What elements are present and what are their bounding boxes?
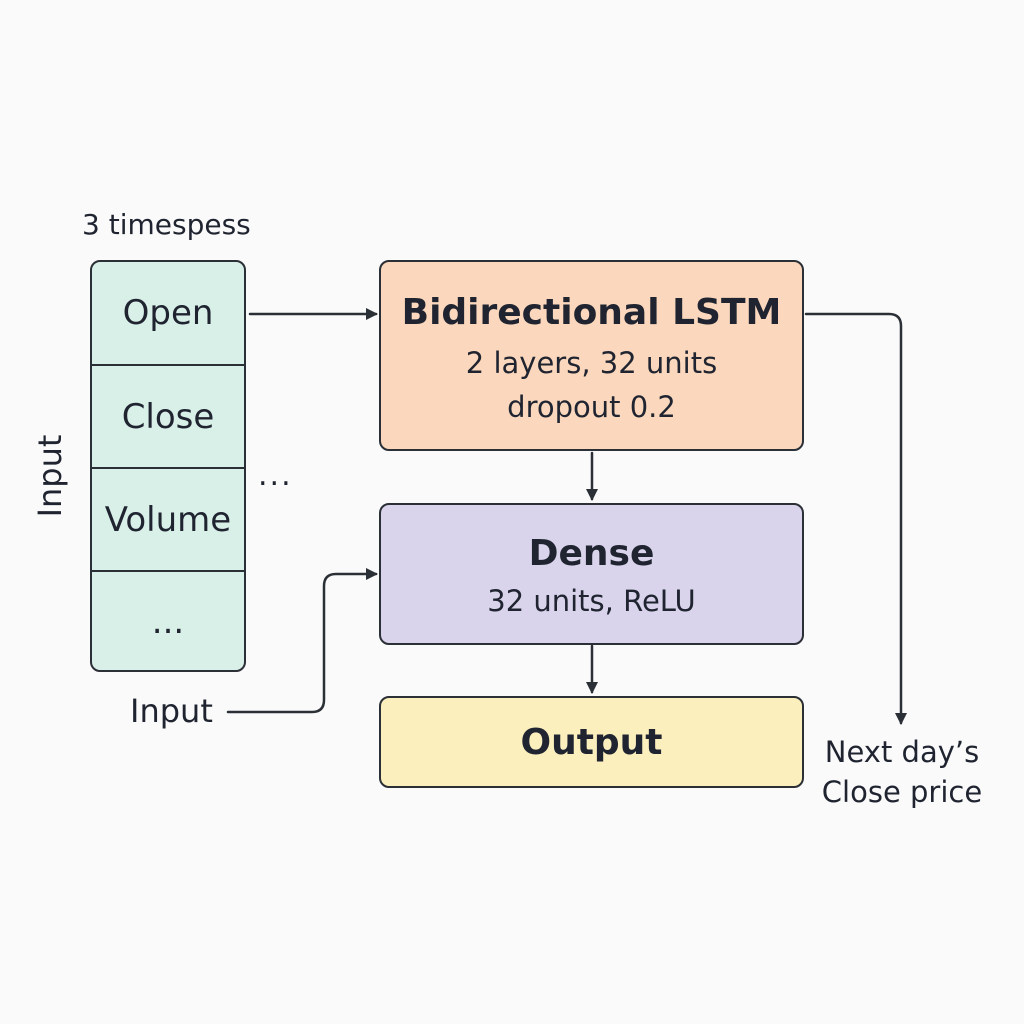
lstm-to-next-day-arrow [804,312,907,725]
output-block: Output [379,696,804,788]
input-feature-open: Open [122,293,214,333]
next-day-close-label: Next day’s Close price [818,732,986,812]
dense-config: 32 units, ReLU [487,584,696,618]
dense-title: Dense [528,533,655,574]
lstm-config-dropout: dropout 0.2 [507,390,676,424]
next-day-label-line2: Close price [821,775,983,809]
bidirectional-lstm-block: Bidirectional LSTM 2 layers, 32 units dr… [379,260,804,451]
input-feature-stack: Open Close Volume ... [90,260,246,672]
input-feature-close: Close [92,364,244,467]
input-feature-more: ... [92,570,244,670]
dense-block: Dense 32 units, ReLU [379,503,804,645]
next-day-label-line1: Next day’s [824,735,980,769]
output-title: Output [520,721,663,763]
lstm-title: Bidirectional LSTM [401,292,782,333]
timestep-ellipsis: ... [258,458,293,493]
input-feature-volume: Volume [92,467,244,570]
side-input-to-dense-arrow [226,568,378,714]
lstm-config-layers: 2 layers, 32 units [465,346,718,380]
side-input-label: Input [130,692,213,730]
timesteps-label: 3 timespess [82,208,251,241]
